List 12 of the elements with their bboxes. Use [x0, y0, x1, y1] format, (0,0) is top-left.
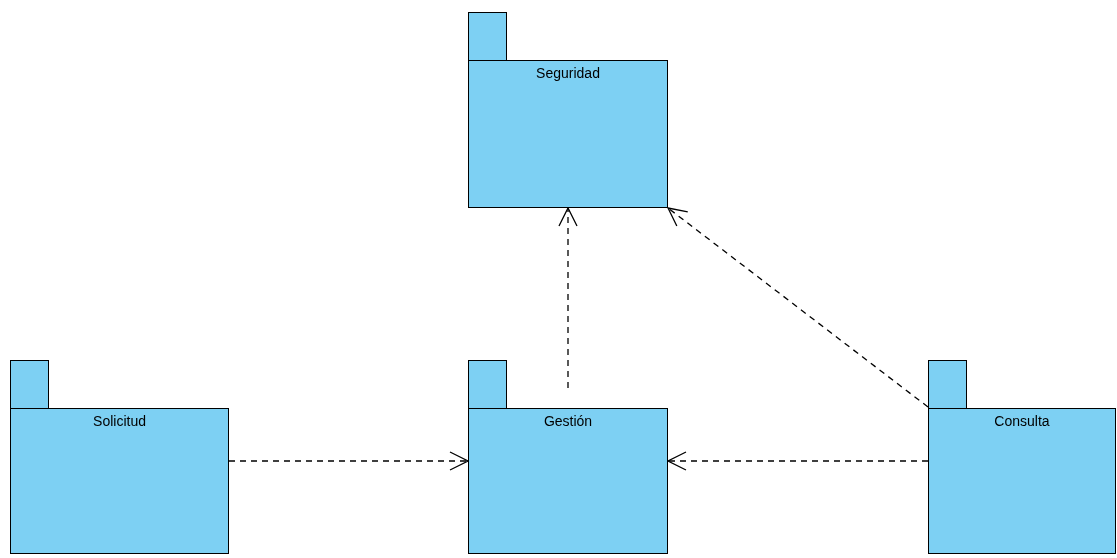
package-name: Solicitud: [93, 413, 146, 429]
package-name: Consulta: [994, 413, 1050, 429]
dependency-arrow: [667, 207, 929, 408]
uml-package: [468, 12, 668, 208]
dependency-arrow: [558, 207, 578, 389]
dependency-arrow: [667, 451, 929, 471]
uml-package: [468, 360, 668, 554]
package-name: Seguridad: [536, 65, 600, 81]
dependency-arrow: [228, 451, 469, 471]
package-name: Gestión: [543, 413, 593, 429]
uml-package: [928, 360, 1116, 554]
uml-package: [10, 360, 229, 554]
